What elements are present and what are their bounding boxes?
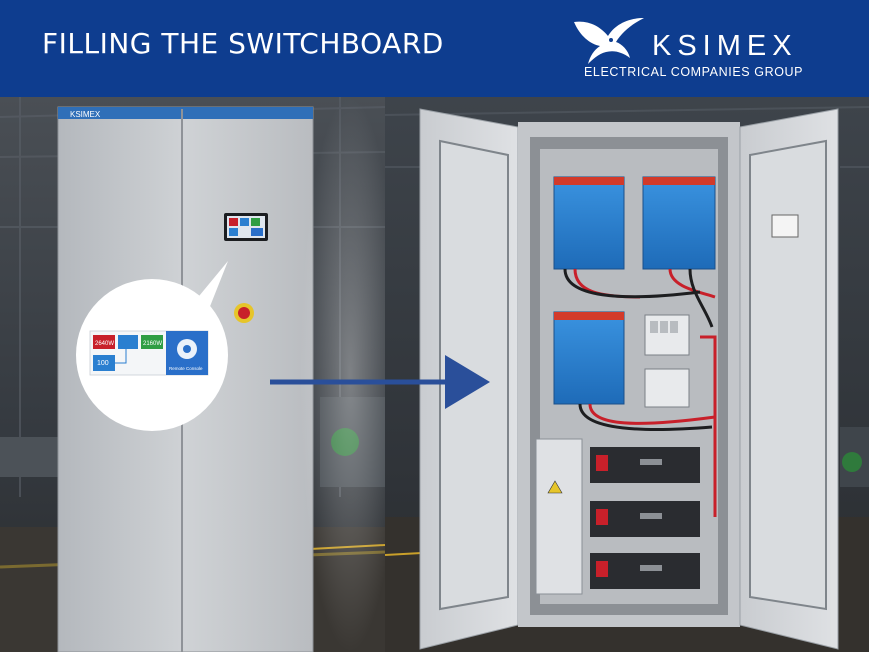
company-logo: KSIMEX ELECTRICAL COMPANIES GROUP <box>570 14 830 84</box>
callout-tile-ac-out: 2160W <box>143 341 162 347</box>
callout-tile-battery: 100 <box>97 360 109 367</box>
page-title: FILLING THE SWITCHBOARD <box>42 27 444 60</box>
logo-name: KSIMEX <box>652 30 798 62</box>
arrow-right-icon <box>445 355 490 409</box>
callout-tile-ac-in: 2640W <box>95 341 114 347</box>
switchboard-photo: KSIMEX 2640W 2160W 100 <box>0 97 869 652</box>
bird-logo-icon <box>574 18 644 64</box>
callout-console-label: Remote Console <box>169 366 203 371</box>
logo-tagline: ELECTRICAL COMPANIES GROUP <box>584 65 804 79</box>
cabinet-brand-plate: KSIMEX <box>70 110 101 119</box>
header-banner: FILLING THE SWITCHBOARD KSIMEX ELECTRICA… <box>0 0 869 97</box>
